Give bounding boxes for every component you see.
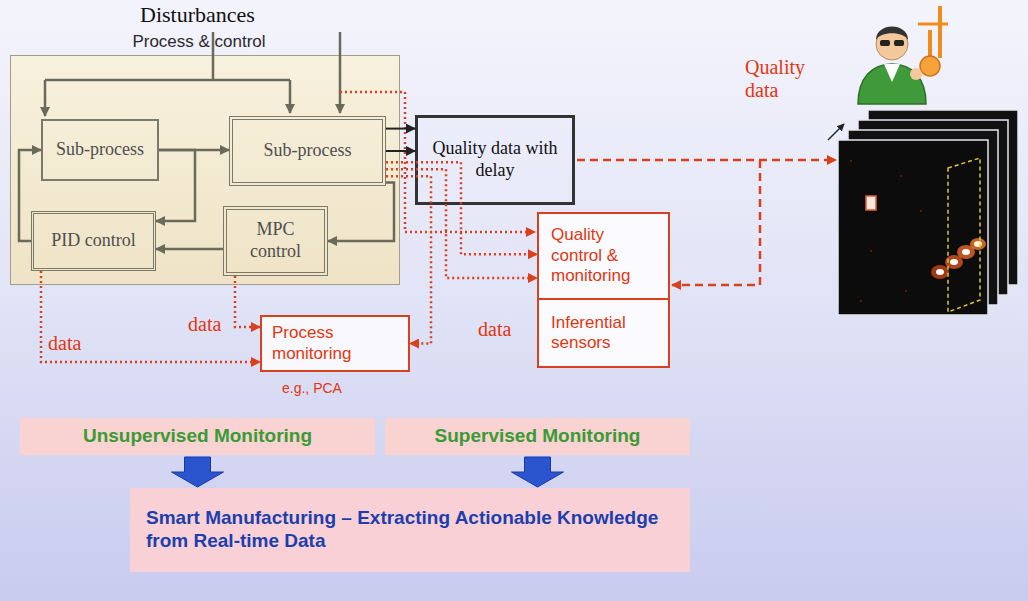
disturbance-arrow [339,32,342,113]
node-text: Inferential sensors [551,313,656,354]
edge-label: data [188,313,221,336]
technician-glasses [880,40,890,46]
monitoring-box: Quality control & monitoring [537,212,670,300]
lab-tube [938,6,942,58]
group-heading: Process & control [132,32,265,52]
node-text: Sub-process [264,140,352,162]
image-stack [828,110,1018,315]
connector [159,149,229,152]
connector [386,128,415,130]
node-text: Smart Manufacturing – Extracting Actiona… [146,507,674,553]
lab-tube [918,23,948,26]
quality-data-box: Quality data with delay [415,115,575,205]
disturbance-arrow [289,80,292,113]
process-group-box: Process & controlSub-processSub-processP… [10,55,400,285]
node-text: Quality data with delay [426,138,564,181]
outcome-box: Smart Manufacturing – Extracting Actiona… [130,488,690,572]
image-blob [866,196,876,210]
node-text: Unsupervised Monitoring [83,425,312,448]
image-speckle [850,160,922,302]
disturbance-arrow [44,80,47,116]
quality-feedback-dashed-arrow [672,160,760,285]
image-selection-box [948,158,980,312]
sub-process-box: Sub-process [229,116,386,186]
disturbance-data-line [340,92,535,232]
category-band: Supervised Monitoring [385,418,690,455]
connector [386,150,415,152]
lab-tube [928,30,932,58]
node-text: Supervised Monitoring [435,425,641,448]
disturbance-line [212,32,215,80]
image-bright-spots [931,238,986,279]
edge-label: data [48,332,81,355]
connector [41,271,260,362]
flow-label: Quality data [745,56,829,102]
connector [19,150,41,241]
monitoring-box: Process monitoring [260,315,410,372]
node-text: MPC control [241,219,310,262]
controller-box: PID control [31,211,156,271]
lab-technician-icon [858,6,948,104]
image-frame [858,120,1008,295]
block-arrow [172,457,224,487]
connector [386,162,537,254]
connector [386,176,431,343]
technician-coat [858,64,926,104]
connector [156,248,223,251]
image-frame [838,140,988,315]
image-frame [848,130,998,305]
image-frame [868,110,1018,285]
disturbance-label: Disturbances [140,2,255,27]
disturbance-line [45,79,290,82]
lab-flask [920,56,940,76]
technician-collar [884,64,900,82]
node-text: Quality control & monitoring [551,225,656,286]
technician-hair [876,27,908,41]
node-text: Process monitoring [272,323,398,364]
sub-process-box: Sub-process [41,119,159,181]
node-text: PID control [51,230,136,252]
connector [156,150,195,221]
technician-head [876,28,908,60]
stack-direction-arrow [828,124,844,140]
node-text: Sub-process [56,139,144,161]
block-arrow [512,457,564,487]
technician-glasses [894,40,904,46]
connector [235,276,260,327]
disturbance-lines [45,32,340,116]
flow-label: data [478,318,511,341]
connector [328,183,394,242]
category-band: Unsupervised Monitoring [20,418,375,455]
technician-hand [910,68,922,80]
quality-data-dashed-arrow [577,159,836,162]
connector [386,169,537,278]
inferential-sensor-box: Inferential sensors [537,298,670,368]
controller-box: MPC control [223,206,328,276]
example-note: e.g., PCA [282,380,342,396]
